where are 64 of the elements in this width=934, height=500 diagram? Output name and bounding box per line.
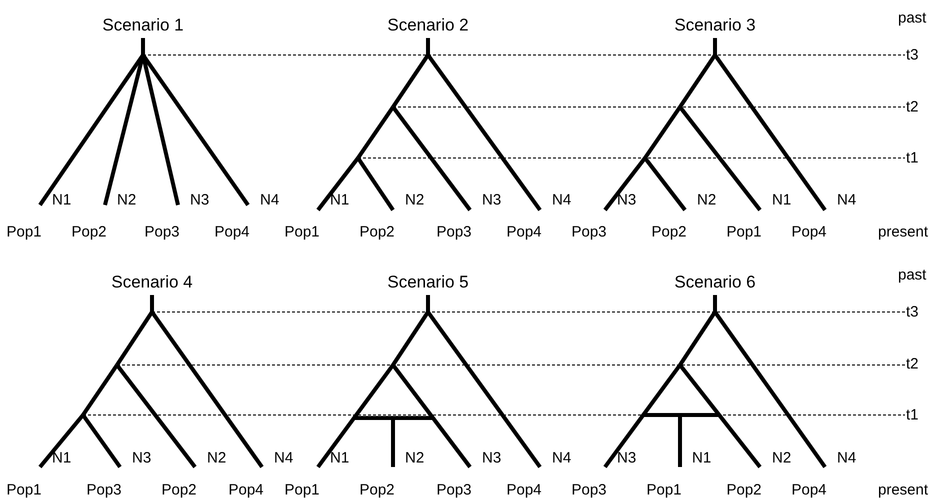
time-axis-label: t3 — [906, 48, 919, 62]
population-size-label: N3 — [132, 450, 152, 466]
population-size-label: N4 — [837, 450, 856, 466]
population-size-label: N4 — [837, 192, 856, 208]
population-size-label: N2 — [405, 450, 424, 466]
population-label: Pop2 — [161, 482, 197, 498]
population-label: Pop3 — [86, 482, 122, 498]
population-label: Pop4 — [214, 224, 250, 240]
population-label: Pop3 — [436, 482, 472, 498]
population-size-label: N1 — [52, 450, 72, 466]
population-label: Pop4 — [791, 224, 827, 240]
population-label: Pop2 — [359, 482, 395, 498]
population-label: Pop1 — [646, 482, 682, 498]
population-size-label: N1 — [692, 450, 712, 466]
time-axis-label: present — [878, 224, 928, 240]
time-axis-label: past — [898, 268, 926, 282]
population-label: Pop3 — [144, 224, 180, 240]
population-size-label: N4 — [552, 450, 572, 466]
population-label: Pop2 — [359, 224, 395, 240]
time-axis-label: t2 — [906, 356, 919, 372]
population-size-label: N1 — [772, 192, 792, 208]
population-size-label: N3 — [190, 192, 210, 208]
population-size-label: N2 — [207, 450, 226, 466]
population-label: Pop3 — [436, 224, 472, 240]
population-size-label: N3 — [617, 192, 636, 208]
population-size-label: N3 — [617, 450, 636, 466]
time-axis-label: t2 — [906, 100, 919, 114]
population-label: Pop4 — [506, 482, 542, 498]
population-label: Pop1 — [284, 224, 320, 240]
population-size-label: N4 — [552, 192, 572, 208]
population-label: Pop1 — [726, 224, 762, 240]
population-size-label: N4 — [274, 450, 294, 466]
time-axis-label: t1 — [906, 408, 919, 422]
population-size-label: N1 — [330, 192, 350, 208]
scenario-title: Scenario 3 — [674, 16, 756, 34]
scenario-title: Scenario 6 — [674, 274, 756, 290]
population-size-label: N3 — [482, 192, 502, 208]
population-size-label: N1 — [330, 450, 350, 466]
population-label: Pop4 — [791, 482, 827, 498]
time-axis-label: present — [878, 482, 928, 498]
population-label: Pop4 — [228, 482, 264, 498]
population-size-label: N2 — [697, 192, 716, 208]
population-label: Pop1 — [6, 224, 42, 240]
population-size-label: N2 — [772, 450, 792, 466]
population-size-label: N1 — [52, 192, 72, 208]
population-label: Pop4 — [506, 224, 542, 240]
population-size-label: N3 — [482, 450, 502, 466]
population-label: Pop2 — [651, 224, 687, 240]
population-size-label: N2 — [405, 192, 424, 208]
scenario-title: Scenario 1 — [102, 16, 184, 34]
population-label: Pop2 — [726, 482, 762, 498]
time-axis-label: past — [898, 10, 926, 26]
population-label: Pop1 — [284, 482, 320, 498]
time-axis-label: t3 — [906, 304, 919, 320]
scenario-title: Scenario 4 — [111, 274, 193, 290]
population-label: Pop3 — [571, 224, 607, 240]
scenario-title: Scenario 2 — [387, 16, 469, 34]
population-size-label: N4 — [260, 192, 280, 208]
time-axis-label: t1 — [906, 150, 919, 166]
population-label: Pop3 — [571, 482, 607, 498]
population-label: Pop1 — [6, 482, 42, 498]
scenario-title: Scenario 5 — [387, 274, 469, 290]
population-size-label: N2 — [117, 192, 136, 208]
population-label: Pop2 — [71, 224, 107, 240]
